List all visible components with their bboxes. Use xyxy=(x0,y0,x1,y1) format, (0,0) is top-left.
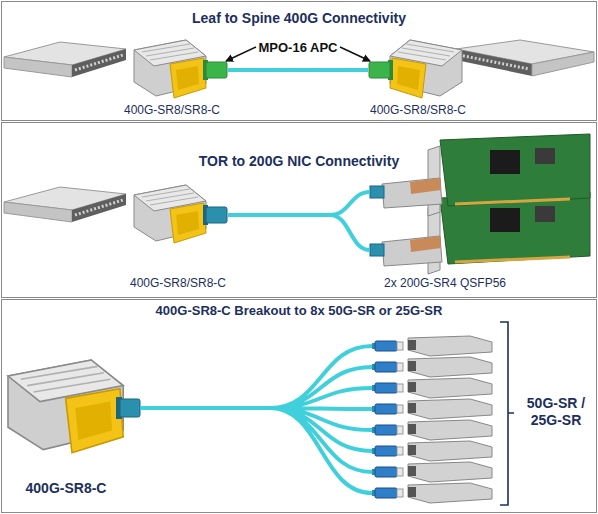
fiber-cable xyxy=(228,192,370,250)
panel-title: TOR to 200G NIC Connectivity xyxy=(2,153,596,170)
part-label: 2x 200G-SR4 QSFP56 xyxy=(375,276,515,290)
callout-label: MPO-16 APC xyxy=(248,40,348,56)
lc-connector-sfp xyxy=(372,378,492,398)
group-bracket xyxy=(500,322,514,505)
part-label: 400G-SR8/SR8-C xyxy=(363,103,473,117)
part-label: 400G-SR8/SR8-C xyxy=(117,103,227,117)
transceiver xyxy=(369,40,462,98)
lc-connector-sfp xyxy=(372,357,492,377)
transceiver-node: 400G-SR8/SR8-C xyxy=(368,36,468,118)
mpo-connector xyxy=(206,62,227,78)
lc-connector-sfp xyxy=(372,420,492,440)
part-label: 400G-SR8/SR8-C xyxy=(123,276,233,290)
lc-connector-sfp xyxy=(372,462,492,482)
panel-band: Leaf to Spine 400G Connectivity 400G-SR8/… xyxy=(1,1,597,121)
panel-title: Leaf to Spine 400G Connectivity xyxy=(2,10,596,27)
panel-band: TOR to 200G NIC Connectivity 400G-SR8/SR8… xyxy=(1,122,597,298)
panel-band: 400G-SR8-C Breakout to 8x 50G-SR or 25G-… xyxy=(1,299,597,513)
sfp-group-node: 50G-SR / 25G-SR xyxy=(372,318,594,508)
nic-node: 2x 200G-SR4 QSFP56 xyxy=(370,130,594,292)
fiber-cable xyxy=(228,68,368,72)
switch-chassis xyxy=(4,187,126,222)
lc-connector-sfp xyxy=(372,336,492,356)
lc-connector-sfp xyxy=(372,441,492,461)
fiber-cable xyxy=(140,346,372,493)
transceiver xyxy=(8,360,123,453)
lc-connector-sfp xyxy=(372,483,492,503)
transceiver-node: 400G-SR8-C xyxy=(6,335,140,500)
part-label: 400G-SR8-C xyxy=(0,480,133,497)
leader-arrow xyxy=(340,47,370,61)
nic-card xyxy=(370,134,590,216)
group-label: 50G-SR / 25G-SR xyxy=(520,395,592,429)
transceiver xyxy=(134,40,206,98)
lc-connector-sfp xyxy=(372,399,492,419)
mpo-connector xyxy=(120,399,140,417)
transceiver xyxy=(134,185,227,243)
switch-chassis xyxy=(4,42,126,77)
leader-arrow xyxy=(226,47,256,61)
transceiver-node: 400G-SR8/SR8-C xyxy=(128,36,228,118)
transceiver-node: 400G-SR8/SR8-C xyxy=(130,182,228,287)
panel-title: 400G-SR8-C Breakout to 8x 50G-SR or 25G-… xyxy=(2,303,596,319)
switch-chassis xyxy=(456,40,594,76)
